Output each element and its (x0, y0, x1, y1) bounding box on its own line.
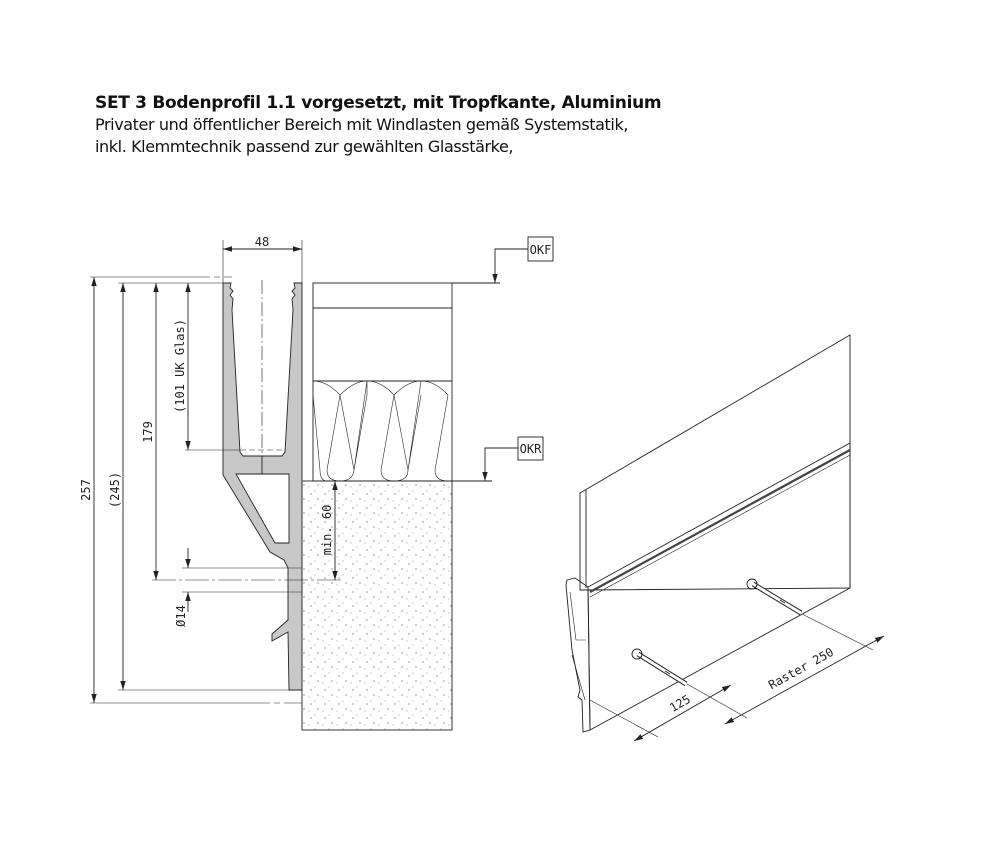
aluminium-profile-section (222, 280, 303, 691)
level-marker-okf: OKF (452, 236, 554, 284)
dimensions: 48 257 (245) 179 (101 UK Glas) Ø14 min. … (79, 235, 342, 704)
profile-front-face (587, 442, 851, 731)
header: SET 3 Bodenprofil 1.1 vorgesetzt, mit Tr… (95, 92, 662, 158)
label-okr: OKR (520, 442, 542, 456)
dim-width-48: 48 (255, 235, 269, 249)
dim-179: 179 (141, 421, 155, 443)
anchor-bolt (746, 578, 803, 616)
label-okf: OKF (530, 243, 552, 257)
dim-total-257: 257 (79, 479, 93, 501)
dim-125: 125 (667, 692, 693, 715)
description-line-2: inkl. Klemmtechnik passend zur gewählten… (95, 137, 514, 156)
dim-hole-14: Ø14 (174, 605, 188, 627)
concrete-slab (301, 480, 453, 731)
profile-end-cap (565, 577, 591, 733)
description-line-1: Privater und öffentlicher Bereich mit Wi… (95, 115, 629, 134)
dim-min-60: min. 60 (320, 505, 334, 556)
isometric-view: 125 Raster 250 (565, 334, 885, 742)
glass-panel (579, 334, 851, 591)
floor-covering-layer (312, 282, 453, 309)
anchor-bolt (631, 648, 688, 687)
dim-glass-101: (101 UK Glas) (173, 319, 187, 413)
floor-layers (301, 282, 453, 731)
title: SET 3 Bodenprofil 1.1 vorgesetzt, mit Tr… (95, 93, 662, 113)
dim-245: (245) (108, 472, 122, 508)
insulation-layer (312, 380, 453, 482)
screed-layer (312, 307, 453, 382)
level-marker-okr: OKR (452, 436, 544, 482)
